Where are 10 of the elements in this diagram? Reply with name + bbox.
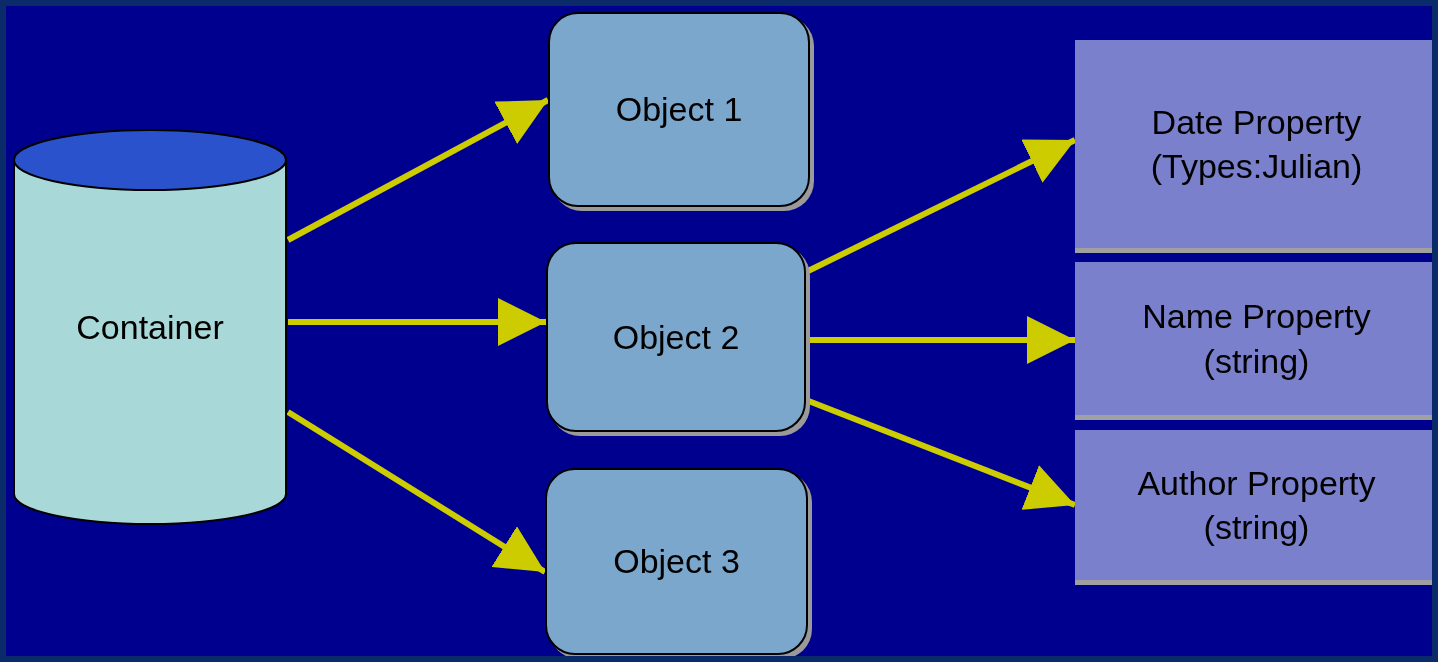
node-label: Object 3 (612, 541, 741, 583)
arrow (286, 97, 550, 243)
node-label: Date Property (Types:Julian) (1149, 101, 1364, 187)
node-label: Name Property (string) (1141, 296, 1372, 382)
arrow (288, 298, 546, 346)
arrow (286, 409, 547, 575)
node-label: Object 1 (614, 89, 744, 131)
node-label: Object 2 (611, 316, 741, 358)
node-label: Container (75, 306, 225, 348)
node-label: Author Property (string) (1136, 462, 1377, 548)
